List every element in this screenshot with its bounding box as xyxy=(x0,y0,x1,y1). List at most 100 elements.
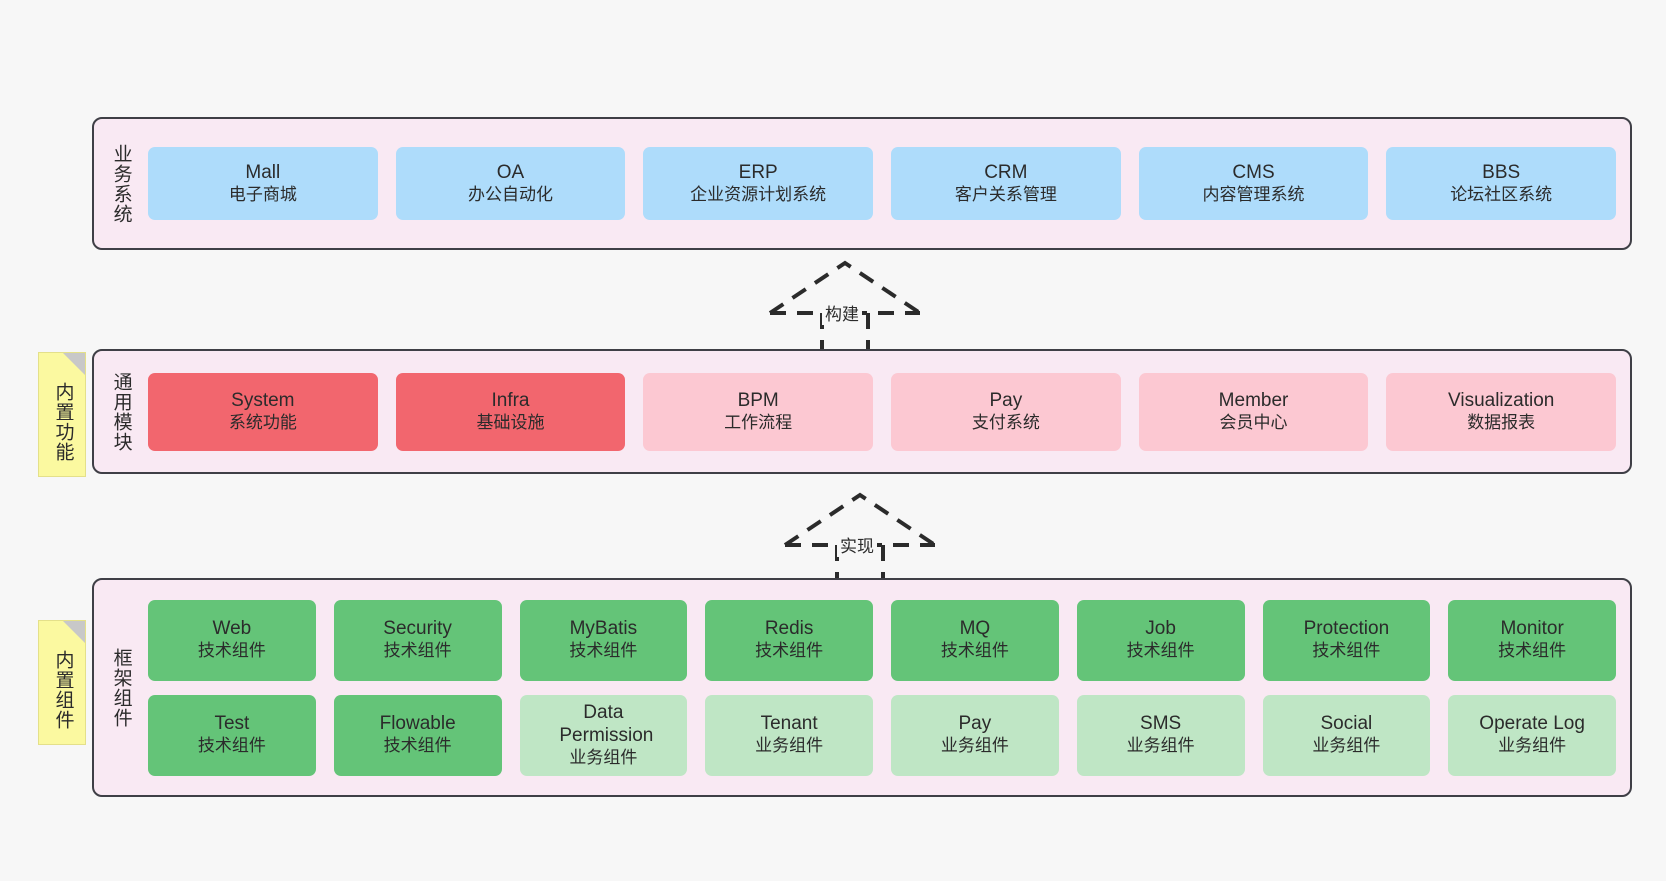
card-mall[interactable]: Mall 电子商城 xyxy=(148,147,378,220)
card-flowable[interactable]: Flowable 技术组件 xyxy=(333,694,502,776)
card-title: Member xyxy=(1218,389,1289,411)
card-title: BPM xyxy=(737,389,779,411)
card-title: System xyxy=(231,389,295,411)
note-label: 内置功能 xyxy=(52,381,74,462)
card-member[interactable]: Member 会员中心 xyxy=(1138,372,1369,451)
card-title: Redis xyxy=(764,618,814,640)
card-title: CMS xyxy=(1232,161,1275,183)
card-subtitle: 业务组件 xyxy=(1126,736,1195,756)
card-title: SMS xyxy=(1140,713,1182,735)
card-row: Mall 电子商城 OA 办公自动化 ERP 企业资源计划系统 CRM 客户关系… xyxy=(148,147,1617,220)
card-subtitle: 技术组件 xyxy=(569,641,638,661)
card-title: OA xyxy=(496,161,525,183)
card-subtitle: 技术组件 xyxy=(755,641,824,661)
card-title: MyBatis xyxy=(569,618,638,640)
card-subtitle: 技术组件 xyxy=(197,736,266,756)
card-title: ERP xyxy=(738,161,778,183)
card-web[interactable]: Web 技术组件 xyxy=(148,599,316,681)
card-title: Pay xyxy=(989,389,1023,411)
card-subtitle: 业务组件 xyxy=(755,736,824,756)
layer-business-systems: 业务系统 Mall 电子商城 OA 办公自动化 ERP 企业资源计划系统 CRM… xyxy=(92,117,1632,250)
note-builtin-components: 内置组件 xyxy=(38,620,86,745)
card-subtitle: 工作流程 xyxy=(724,412,793,432)
card-title: Social xyxy=(1320,713,1373,735)
card-title: Protection xyxy=(1303,618,1390,640)
connector-build: 构建 xyxy=(760,258,930,358)
card-subtitle: 技术组件 xyxy=(940,641,1009,661)
card-security[interactable]: Security 技术组件 xyxy=(333,599,502,681)
card-crm[interactable]: CRM 客户关系管理 xyxy=(891,147,1121,220)
card-title: BBS xyxy=(1482,161,1521,183)
card-mq[interactable]: MQ 技术组件 xyxy=(891,599,1059,681)
layer-title-common-modules: 通用模块 xyxy=(110,371,132,452)
card-infra[interactable]: Infra 基础设施 xyxy=(395,372,626,451)
card-tenant[interactable]: Tenant 业务组件 xyxy=(705,694,873,776)
card-protection[interactable]: Protection 技术组件 xyxy=(1262,599,1431,681)
card-erp[interactable]: ERP 企业资源计划系统 xyxy=(643,147,874,220)
card-subtitle: 技术组件 xyxy=(197,641,266,661)
card-subtitle: 业务组件 xyxy=(1312,736,1381,756)
card-monitor[interactable]: Monitor 技术组件 xyxy=(1448,599,1616,681)
card-subtitle: 技术组件 xyxy=(383,736,452,756)
card-visualization[interactable]: Visualization 数据报表 xyxy=(1386,372,1617,451)
card-subtitle: 内容管理系统 xyxy=(1202,184,1305,204)
note-builtin-features: 内置功能 xyxy=(38,352,86,477)
card-subtitle: 技术组件 xyxy=(1126,641,1195,661)
layer-common-modules: 通用模块 System 系统功能 Infra 基础设施 BPM 工作流程 Pay… xyxy=(92,349,1632,474)
card-bbs[interactable]: BBS 论坛社区系统 xyxy=(1386,147,1617,220)
card-pay[interactable]: Pay 支付系统 xyxy=(891,372,1121,451)
card-title: MQ xyxy=(959,618,991,640)
card-title: Operate Log xyxy=(1479,713,1585,735)
card-row: Test 技术组件 Flowable 技术组件 Data Permission … xyxy=(148,694,1616,776)
card-title: Mall xyxy=(245,161,281,183)
card-title: Web xyxy=(212,618,252,640)
card-subtitle: 数据报表 xyxy=(1467,412,1536,432)
card-system[interactable]: System 系统功能 xyxy=(148,372,378,451)
card-job[interactable]: Job 技术组件 xyxy=(1076,599,1245,681)
card-title: Test xyxy=(214,713,250,735)
card-title: Data Permission xyxy=(559,702,654,746)
card-title: Pay xyxy=(958,713,992,735)
card-oa[interactable]: OA 办公自动化 xyxy=(395,147,626,220)
card-subtitle: 业务组件 xyxy=(940,736,1009,756)
connector-implement-label: 实现 xyxy=(837,532,877,557)
card-subtitle: 业务组件 xyxy=(1498,736,1567,756)
card-title: Tenant xyxy=(760,713,818,735)
card-subtitle: 系统功能 xyxy=(228,412,297,432)
card-subtitle: 论坛社区系统 xyxy=(1450,184,1553,204)
card-subtitle: 支付系统 xyxy=(971,412,1040,432)
card-title: Infra xyxy=(491,389,530,411)
card-title: Monitor xyxy=(1500,618,1564,640)
card-sms[interactable]: SMS 业务组件 xyxy=(1076,694,1245,776)
card-title: Visualization xyxy=(1448,389,1555,411)
card-subtitle: 办公自动化 xyxy=(468,184,553,204)
card-cms[interactable]: CMS 内容管理系统 xyxy=(1138,147,1369,220)
card-subtitle: 基础设施 xyxy=(476,412,545,432)
card-title: Flowable xyxy=(379,713,456,735)
card-subtitle: 客户关系管理 xyxy=(954,184,1057,204)
card-social[interactable]: Social 业务组件 xyxy=(1262,694,1431,776)
card-data-permission[interactable]: Data Permission 业务组件 xyxy=(519,694,688,776)
card-pay-component[interactable]: Pay 业务组件 xyxy=(891,694,1059,776)
card-title: CRM xyxy=(984,161,1028,183)
card-subtitle: 技术组件 xyxy=(1498,641,1567,661)
card-subtitle: 业务组件 xyxy=(569,747,638,767)
card-row: Web 技术组件 Security 技术组件 MyBatis 技术组件 Redi… xyxy=(148,599,1616,681)
card-operate-log[interactable]: Operate Log 业务组件 xyxy=(1448,694,1616,776)
card-test[interactable]: Test 技术组件 xyxy=(148,694,316,776)
card-bpm[interactable]: BPM 工作流程 xyxy=(643,372,874,451)
card-mybatis[interactable]: MyBatis 技术组件 xyxy=(519,599,688,681)
layer-body-common-modules: System 系统功能 Infra 基础设施 BPM 工作流程 Pay 支付系统… xyxy=(148,351,1630,472)
layer-body-business-systems: Mall 电子商城 OA 办公自动化 ERP 企业资源计划系统 CRM 客户关系… xyxy=(148,119,1630,248)
card-redis[interactable]: Redis 技术组件 xyxy=(705,599,873,681)
layer-title-business-systems: 业务系统 xyxy=(110,143,132,224)
layer-framework-components: 框架组件 Web 技术组件 Security 技术组件 MyBatis 技术组件… xyxy=(92,578,1632,797)
layer-title-framework-components: 框架组件 xyxy=(110,647,132,728)
card-subtitle: 企业资源计划系统 xyxy=(690,184,827,204)
card-subtitle: 技术组件 xyxy=(383,641,452,661)
connector-build-label: 构建 xyxy=(822,300,862,325)
card-title: Security xyxy=(383,618,452,640)
note-label: 内置组件 xyxy=(52,649,74,730)
card-row: System 系统功能 Infra 基础设施 BPM 工作流程 Pay 支付系统… xyxy=(148,372,1617,451)
